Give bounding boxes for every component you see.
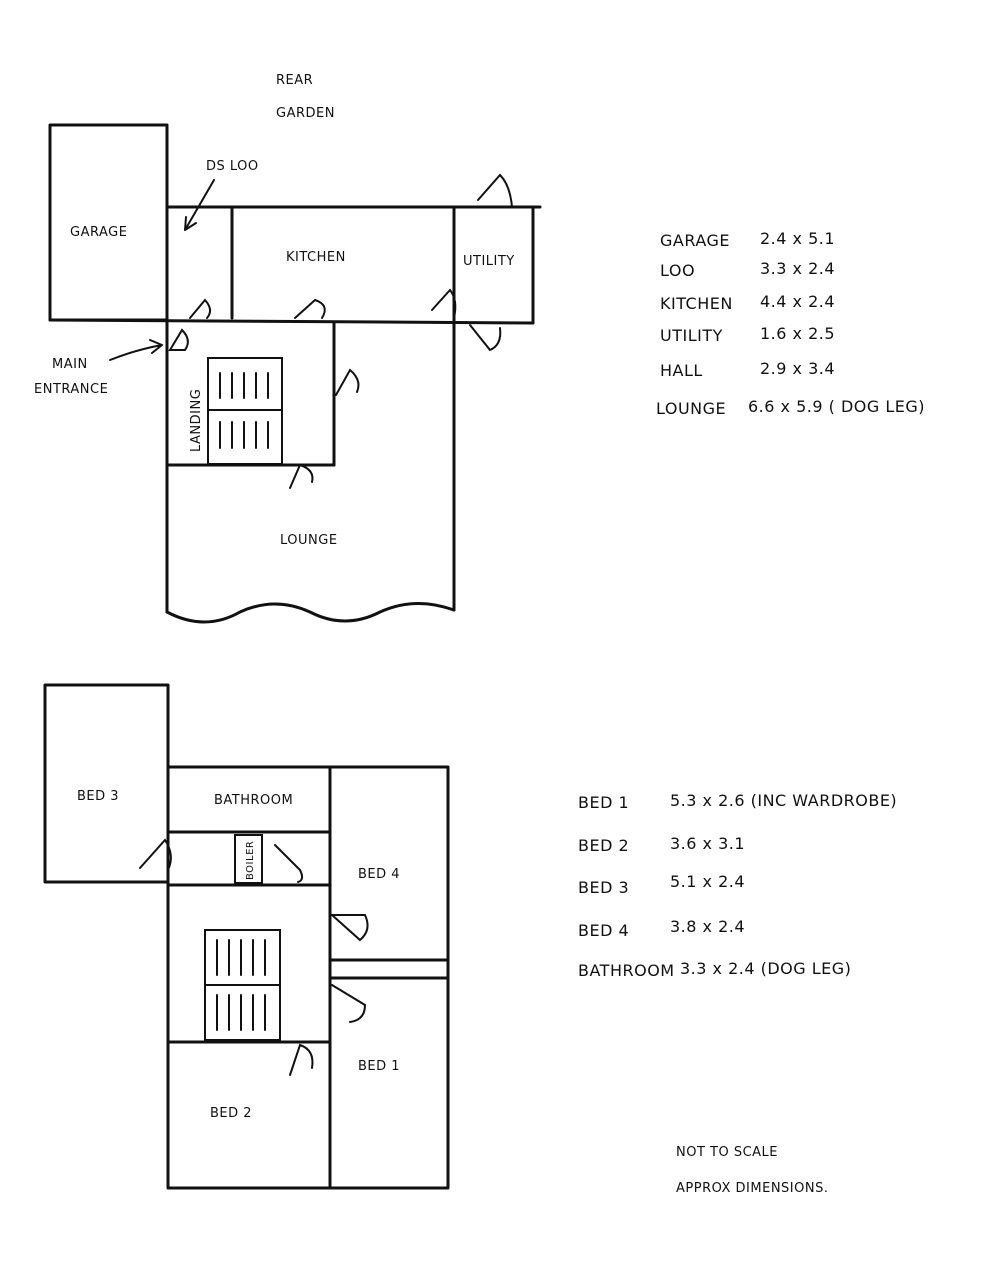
main-entrance-arrow <box>109 339 163 361</box>
ground-dimensions-list: GARAGE 2.4 x 5.1 LOO 3.3 x 2.4 KITCHEN 4… <box>656 229 925 418</box>
ground-floor-plan <box>48 123 542 624</box>
ground-door-swings <box>168 173 513 489</box>
dim-size: 3.3 x 2.4 (DOG LEG) <box>680 959 851 978</box>
bed3-walls <box>43 683 170 884</box>
dim-size: 3.6 x 3.1 <box>670 834 745 853</box>
first-dimensions-list: BED 1 5.3 x 2.6 (INC WARDROBE) BED 2 3.6… <box>578 791 897 980</box>
landing-label: LANDING <box>189 389 204 452</box>
dim-size: 5.3 x 2.6 (INC WARDROBE) <box>670 791 897 810</box>
not-to-scale-note: NOT TO SCALE <box>676 1145 778 1160</box>
dim-room: GARAGE <box>660 231 730 250</box>
rear-garden-label-1: REAR <box>276 73 313 88</box>
approx-dimensions-note: APPROX DIMENSIONS. <box>676 1181 828 1196</box>
boiler-label: BOILER <box>245 841 256 880</box>
dim-size: 3.3 x 2.4 <box>760 259 835 278</box>
bed3-label: BED 3 <box>77 789 119 804</box>
garage-label: GARAGE <box>70 225 127 240</box>
dim-size: 2.4 x 5.1 <box>760 229 835 248</box>
dim-room: UTILITY <box>660 326 723 345</box>
dim-size: 6.6 x 5.9 ( DOG LEG) <box>748 397 925 416</box>
main-entrance-label-1: MAIN <box>52 357 88 372</box>
boiler-outline <box>234 834 263 884</box>
dim-size: 2.9 x 3.4 <box>760 359 835 378</box>
lounge-label: LOUNGE <box>280 533 338 548</box>
dim-room: BED 4 <box>578 921 629 940</box>
stair-treads <box>219 372 269 449</box>
notes: NOT TO SCALE APPROX DIMENSIONS. <box>676 1145 828 1196</box>
kitchen-label: KITCHEN <box>286 250 346 265</box>
bed1-label: BED 1 <box>358 1059 400 1074</box>
utility-label: UTILITY <box>463 254 515 269</box>
bathroom-label: BATHROOM <box>214 793 293 808</box>
rear-garden-label-2: GARDEN <box>276 106 335 121</box>
upper-outer-wall <box>166 765 450 1190</box>
stair-outline <box>207 357 283 465</box>
upper-door-swings <box>139 838 369 1076</box>
dim-size: 3.8 x 2.4 <box>670 917 745 936</box>
garage-walls <box>48 123 169 322</box>
dim-room: LOUNGE <box>656 399 726 418</box>
bed4-label: BED 4 <box>358 867 400 882</box>
dim-size: 1.6 x 2.5 <box>760 324 835 343</box>
dim-room: BATHROOM <box>578 961 675 980</box>
dim-room: BED 1 <box>578 793 629 812</box>
dim-size: 4.4 x 2.4 <box>760 292 835 311</box>
ds-loo-label: DS LOO <box>206 159 259 174</box>
dim-room: BED 3 <box>578 878 629 897</box>
first-floor-plan <box>43 683 450 1190</box>
dim-room: KITCHEN <box>660 294 733 313</box>
dim-size: 5.1 x 2.4 <box>670 872 745 891</box>
lounge-bay-wall <box>165 601 456 624</box>
main-entrance-label-2: ENTRANCE <box>34 382 108 397</box>
dim-room: HALL <box>660 361 703 380</box>
dim-room: LOO <box>660 261 695 280</box>
upper-stair-treads <box>216 939 266 1031</box>
dim-room: BED 2 <box>578 836 629 855</box>
bed2-label: BED 2 <box>210 1106 252 1121</box>
front-strip-wall <box>48 318 535 325</box>
ds-loo-arrow <box>184 179 215 231</box>
upper-stair-outline <box>204 929 281 1041</box>
